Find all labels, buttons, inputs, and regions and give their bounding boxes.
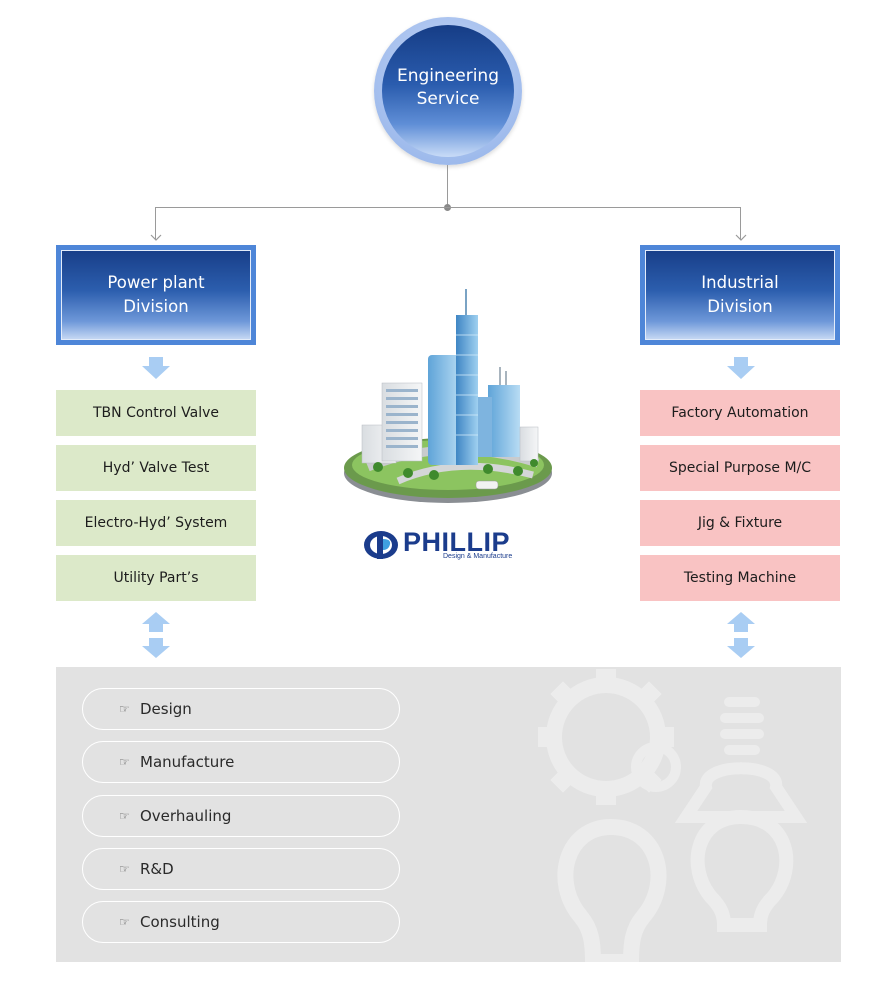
- connector-left-drop: [155, 207, 156, 239]
- pointing-hand-icon: ☞: [119, 915, 130, 929]
- engineering-service-label: Engineering Service: [397, 65, 499, 111]
- connector-right-arrowhead-icon: [735, 234, 747, 241]
- connector-right-drop: [740, 207, 741, 239]
- connector-horizontal: [155, 207, 741, 208]
- services-panel: [56, 667, 841, 962]
- industrial-item: Jig & Fixture: [640, 500, 840, 546]
- industrial-division-label: Industrial Division: [701, 271, 778, 319]
- industrial-item: Testing Machine: [640, 555, 840, 601]
- service-pill: ☞ Consulting: [82, 901, 400, 943]
- power-plant-division-box: Power plant Division: [56, 245, 256, 345]
- connector-vertical-main: [447, 165, 448, 207]
- down-arrow-icon: [727, 357, 755, 379]
- service-label: Consulting: [140, 913, 220, 931]
- service-label: Overhauling: [140, 807, 232, 825]
- industrial-division-box: Industrial Division: [640, 245, 840, 345]
- service-pill: ☞ R&D: [82, 848, 400, 890]
- power-division-line2: Division: [123, 297, 189, 316]
- connector-left-arrowhead-icon: [150, 234, 162, 241]
- pointing-hand-icon: ☞: [119, 862, 130, 876]
- engineering-service-node: Engineering Service: [382, 25, 514, 157]
- up-down-arrow-icon: [142, 612, 170, 658]
- lightbulb-icon: [674, 697, 808, 932]
- service-label: Manufacture: [140, 753, 235, 771]
- phillip-logo: PHILLIP Design & Manufacture: [363, 527, 533, 563]
- engineering-service-line1: Engineering: [397, 66, 499, 86]
- phillip-logo-tagline: Design & Manufacture: [443, 553, 513, 560]
- service-pill: ☞ Manufacture: [82, 741, 400, 783]
- engineering-service-line2: Service: [416, 89, 480, 109]
- service-label: Design: [140, 700, 192, 718]
- power-item: Electro-Hyd’ System: [56, 500, 256, 546]
- industrial-division-inner: Industrial Division: [645, 250, 835, 340]
- power-division-line1: Power plant: [107, 273, 205, 292]
- service-pill: ☞ Design: [82, 688, 400, 730]
- industrial-division-line1: Industrial: [701, 273, 779, 292]
- industrial-division-line2: Division: [707, 297, 773, 316]
- industrial-item: Factory Automation: [640, 390, 840, 436]
- up-down-arrow-icon: [727, 612, 755, 658]
- power-item: Utility Part’s: [56, 555, 256, 601]
- pointing-hand-icon: ☞: [119, 702, 130, 716]
- power-plant-division-label: Power plant Division: [107, 271, 204, 319]
- down-arrow-icon: [142, 357, 170, 379]
- industrial-item: Special Purpose M/C: [640, 445, 840, 491]
- gear-icon: [538, 669, 808, 962]
- city-illustration: [344, 289, 552, 503]
- phillip-logo-name: PHILLIP: [403, 527, 511, 557]
- service-pill: ☞ Overhauling: [82, 795, 400, 837]
- power-item: Hyd’ Valve Test: [56, 445, 256, 491]
- power-plant-division-inner: Power plant Division: [61, 250, 251, 340]
- phillip-logo-mark-icon: [364, 531, 398, 559]
- power-item: TBN Control Valve: [56, 390, 256, 436]
- service-label: R&D: [140, 860, 174, 878]
- pointing-hand-icon: ☞: [119, 755, 130, 769]
- pointing-hand-icon: ☞: [119, 809, 130, 823]
